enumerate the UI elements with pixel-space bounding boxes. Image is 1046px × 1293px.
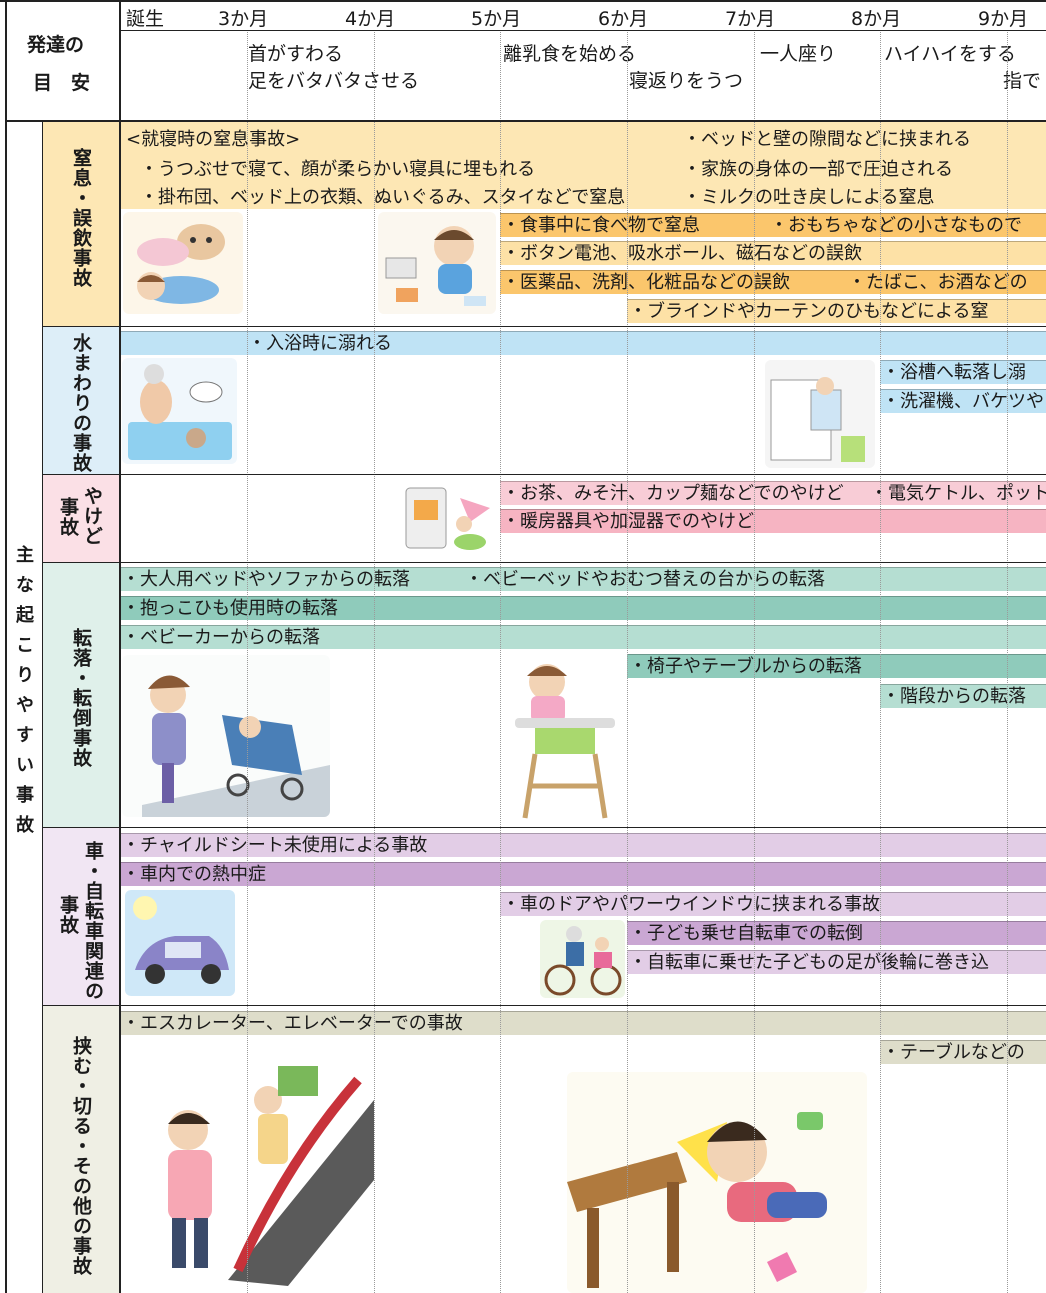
section-divider-5	[42, 1005, 1046, 1006]
hot-car-illustration	[125, 890, 235, 996]
age-9m: 9か月	[978, 8, 1029, 30]
other-label: 挟む・切る・その他の事故	[70, 1036, 92, 1276]
bar-chair: ・椅子やテーブルからの転落	[627, 654, 1046, 678]
suffocation-item-milk: ・ミルクの吐き戻しによる窒息	[683, 187, 935, 208]
bar-car-door: ・車のドアやパワーウインドウに挟まれる事故	[500, 892, 1046, 916]
stroller-fall-illustration	[122, 655, 330, 817]
bar-bath: ・入浴時に溺れる	[120, 331, 1046, 355]
baby-toys-illustration	[378, 212, 496, 314]
grid-5m	[500, 30, 501, 1293]
age-row-divider	[120, 30, 1046, 31]
bar-escalator: ・エスカレーター、エレベーターでの事故	[120, 1011, 1046, 1035]
bar-heatstroke: ・車内での熱中症	[120, 862, 1046, 886]
bath-illustration	[122, 358, 237, 464]
guide-label-line1: 発達の	[27, 34, 85, 56]
sleep-title: <就寝時の窒息事故>	[126, 129, 301, 150]
grid-3m	[247, 30, 248, 1293]
header-divider	[5, 120, 1046, 122]
milestone-crawl: ハイハイをする	[884, 43, 1016, 65]
main-accidents-label: 主な起こりやすい事故	[13, 545, 34, 845]
bar-stairs: ・階段からの転落	[880, 684, 1046, 708]
guide-label-line2: 目 安	[33, 72, 91, 94]
bicycle-illustration	[540, 920, 625, 998]
section-divider-2	[42, 474, 1046, 475]
bar-tea: ・お茶、みそ汁、カップ麺などでのやけど	[500, 481, 868, 505]
main-label-divider	[42, 121, 43, 1293]
fall-label-bg	[43, 563, 119, 827]
age-5m: 5か月	[471, 8, 522, 30]
other-label-bg	[43, 1006, 119, 1293]
bar-adult-bed: ・大人用ベッドやソファからの転落	[120, 567, 463, 591]
age-4m: 4か月	[345, 8, 396, 30]
grid-4m	[374, 30, 375, 1293]
age-6m: 6か月	[598, 8, 649, 30]
bar-heater: ・暖房器具や加湿器でのやけど	[500, 509, 1046, 533]
grid-9m	[1007, 30, 1008, 1293]
suffocation-sleep-bg	[120, 122, 1046, 209]
milestone-rollover: 寝返りをうつ	[629, 70, 744, 92]
car-label-bg	[43, 828, 119, 1005]
development-guide-header: 発達の 目 安	[0, 0, 1046, 121]
high-chair-illustration	[505, 656, 623, 820]
bar-food: ・食事中に食べ物で窒息	[500, 213, 768, 237]
baby-sleeping-illustration	[123, 212, 243, 314]
bar-carrier: ・抱っこひも使用時の転落	[120, 596, 1046, 620]
burn-label-bg	[43, 475, 119, 562]
burn-label-b: 事故	[57, 497, 79, 537]
bathtub-climb-illustration	[765, 360, 875, 468]
milestone-weaning: 離乳食を始める	[503, 43, 637, 65]
section-divider-1	[42, 326, 1046, 327]
escalator-illustration	[128, 1040, 374, 1286]
car-label-b: 事故	[57, 895, 79, 935]
milestone-kick: 足をバタバタさせる	[248, 70, 420, 92]
milestone-neck: 首がすわる	[248, 43, 344, 65]
bar-child-seat: ・チャイルドシート未使用による事故	[120, 833, 1046, 857]
grid-7m	[754, 30, 755, 1293]
bar-toys: ・おもちゃなどの小さなもので	[768, 213, 1046, 237]
section-divider-4	[42, 827, 1046, 828]
bar-tub: ・浴槽へ転落し溺	[880, 360, 1046, 384]
bar-blind: ・ブラインドやカーテンのひもなどによる窒	[627, 299, 1046, 323]
fall-label: 転落・転倒事故	[70, 628, 92, 768]
bar-kettle: ・電気ケトル、ポット	[868, 481, 1046, 505]
milestone-finger: 指で	[1003, 70, 1042, 92]
bar-table: ・テーブルなどの	[880, 1040, 1046, 1064]
section-divider-3	[42, 562, 1046, 563]
age-3m: 3か月	[218, 8, 269, 30]
table-corner-illustration	[567, 1072, 867, 1293]
suffocation-item-face: ・うつぶせで寝て、顔が柔らかい寝具に埋もれる	[140, 159, 536, 180]
label-column-divider	[119, 0, 121, 1293]
age-7m: 7か月	[725, 8, 776, 30]
bar-battery: ・ボタン電池、吸水ボール、磁石などの誤飲	[500, 241, 1046, 265]
frame-left	[5, 0, 7, 1293]
water-label-bg	[43, 327, 119, 474]
age-birth: 誕生	[126, 8, 165, 30]
burn-label-a: やけど	[81, 486, 103, 546]
grid-6m	[627, 30, 628, 1293]
bar-bike-fall: ・子ども乗せ自転車での転倒	[627, 921, 1046, 945]
milestone-sit: 一人座り	[760, 43, 837, 65]
suffocation-item-blanket: ・掛布団、ベッド上の衣類、ぬいぐるみ、スタイなどで窒息	[140, 187, 626, 208]
suffocation-label: 窒息・誤飲事故	[70, 148, 92, 288]
water-label: 水まわりの事故	[70, 333, 92, 473]
car-label-a: 車・自転車関連の	[82, 841, 104, 1001]
bar-medicine: ・医薬品、洗剤、化粧品などの誤飲	[500, 270, 846, 294]
suffocation-item-gap: ・ベッドと壁の隙間などに挟まれる	[683, 129, 971, 150]
bar-tobacco: ・たばこ、お酒などの	[846, 270, 1046, 294]
suffocation-label-bg	[43, 122, 119, 326]
suffocation-item-family: ・家族の身体の一部で圧迫される	[683, 159, 953, 180]
bar-bike-wheel: ・自転車に乗せた子どもの足が後輪に巻き込	[627, 950, 1046, 974]
bar-washer: ・洗濯機、バケツや	[880, 389, 1046, 413]
frame-top	[0, 0, 1046, 2]
heater-illustration	[400, 478, 498, 558]
age-8m: 8か月	[851, 8, 902, 30]
grid-8m	[880, 30, 881, 1293]
bar-stroller: ・ベビーカーからの転落	[120, 625, 1046, 649]
